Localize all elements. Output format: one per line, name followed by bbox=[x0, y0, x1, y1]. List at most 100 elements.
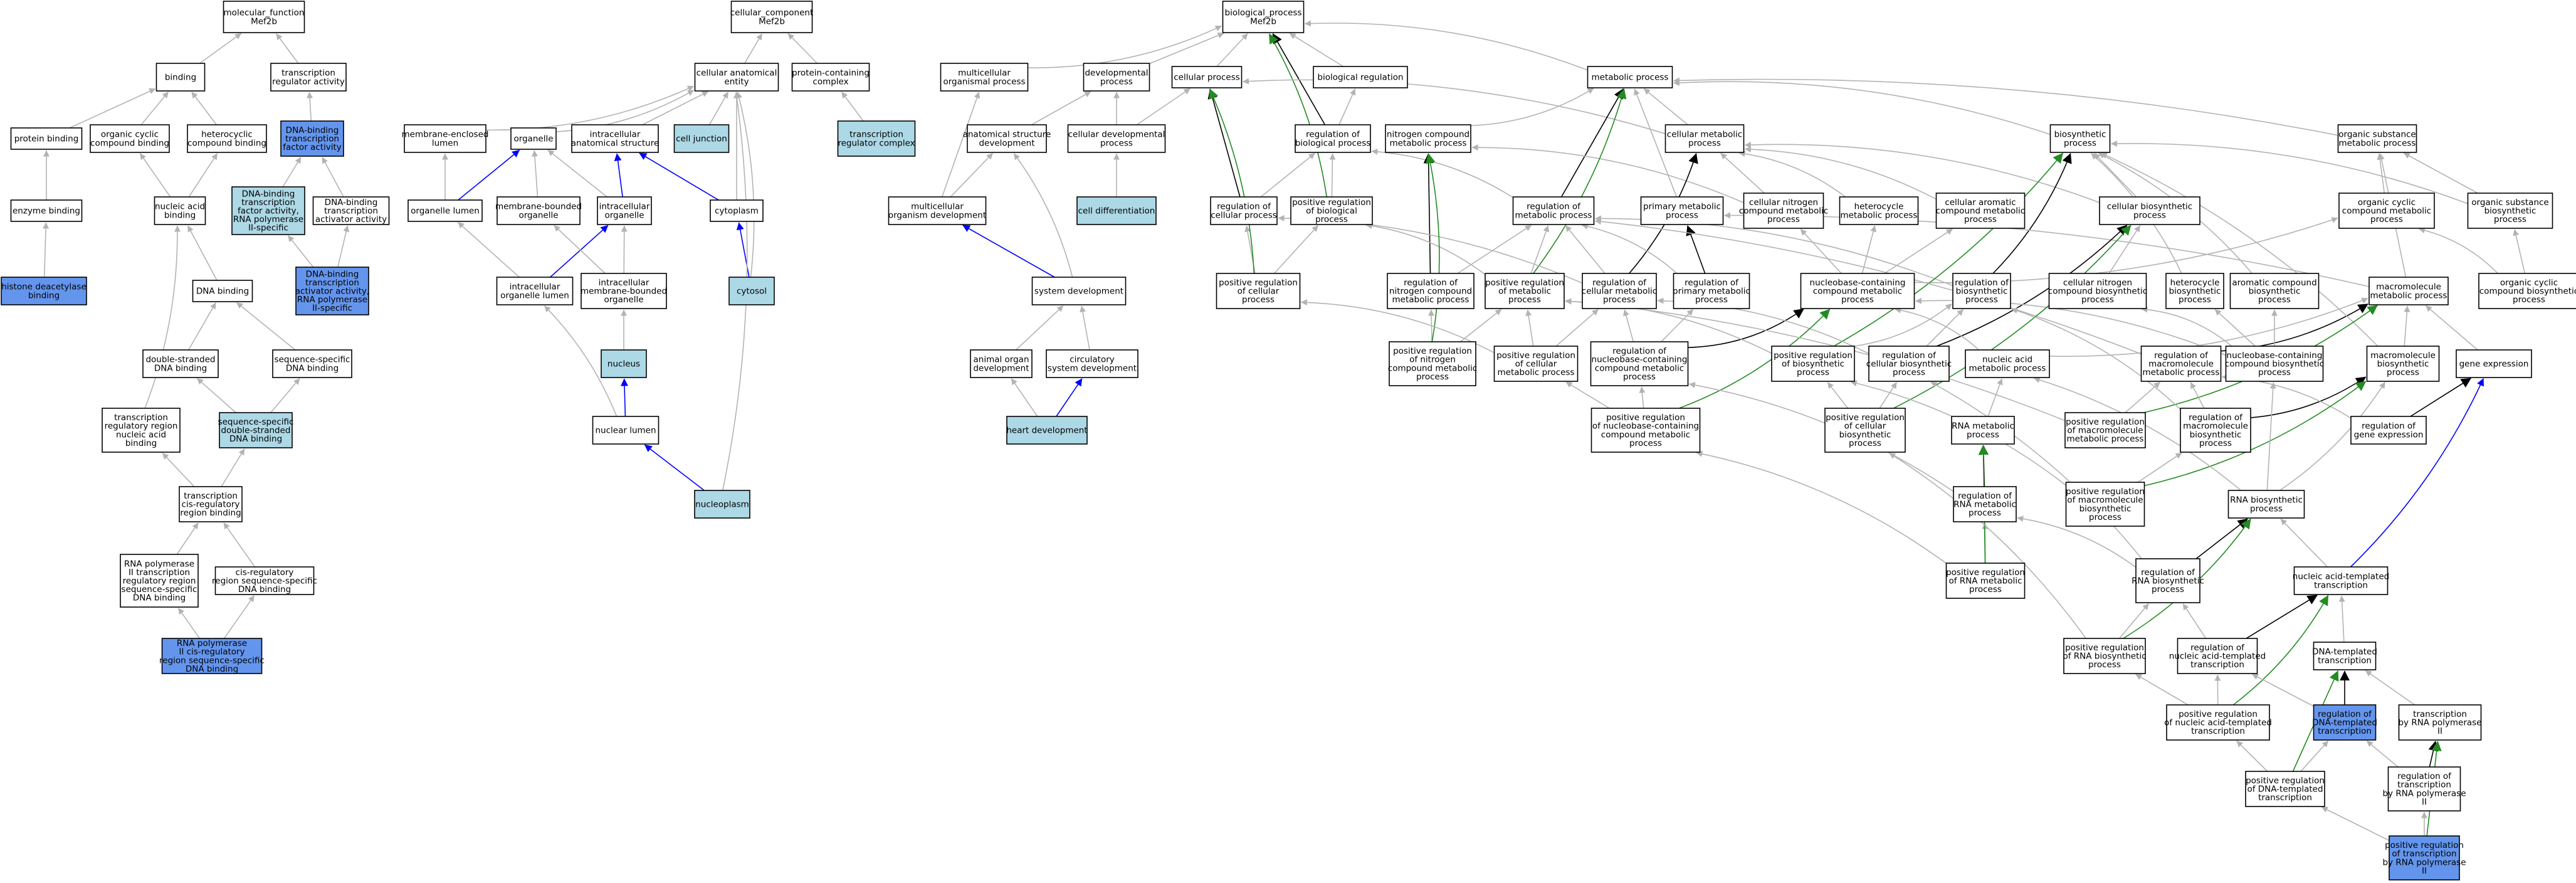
term-node-cdiff[interactable]: cell differentiation bbox=[1076, 196, 1157, 225]
term-node-pb[interactable]: protein binding bbox=[10, 127, 83, 150]
term-node-nucp[interactable]: nucleoplasm bbox=[694, 490, 750, 519]
term-node-hd[interactable]: heart development bbox=[1006, 416, 1088, 445]
term-node-cyto[interactable]: cytoplasm bbox=[710, 199, 764, 222]
term-node-ge[interactable]: gene expression bbox=[2456, 349, 2532, 378]
term-node-dnab[interactable]: DNA binding bbox=[192, 280, 253, 302]
term-node-cytosol[interactable]: cytosol bbox=[728, 277, 775, 305]
term-node-nuc[interactable]: nucleus bbox=[601, 349, 647, 378]
term-node-br[interactable]: biological regulation bbox=[1313, 66, 1408, 88]
term-node-rmmbp[interactable]: regulation ofmacromoleculebiosyntheticpr… bbox=[2180, 408, 2251, 453]
term-node-sd[interactable]: system development bbox=[1031, 277, 1127, 305]
term-node-ol[interactable]: organelle lumen bbox=[407, 199, 483, 222]
term-node-org[interactable]: organelle bbox=[510, 127, 557, 150]
term-node-rnbcmp[interactable]: regulation ofnucleobase-containingcompou… bbox=[1590, 341, 1689, 386]
term-node-eb[interactable]: enzyme binding bbox=[10, 199, 83, 222]
term-node-binding[interactable]: binding bbox=[155, 63, 206, 92]
term-node-nl[interactable]: nuclear lumen bbox=[592, 416, 660, 445]
